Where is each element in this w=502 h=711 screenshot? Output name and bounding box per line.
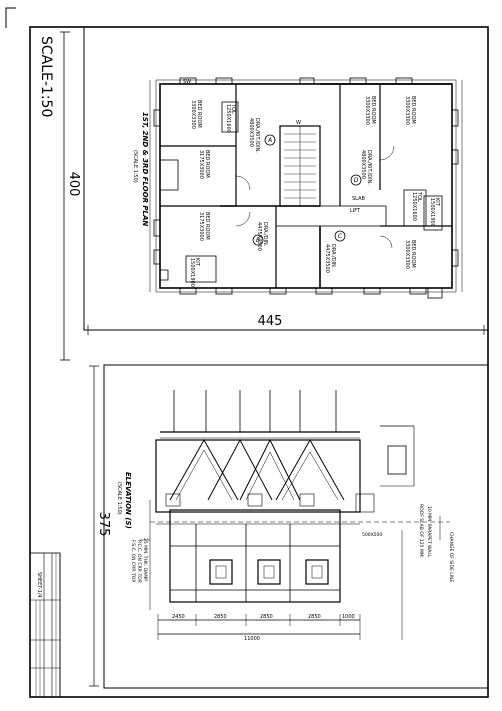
sheet-number: SHEET-1/4 (36, 572, 42, 598)
dimension-445 (87, 325, 485, 335)
dimension-445-label: 445 (258, 314, 283, 329)
room-size: 3175X3000 (198, 212, 204, 241)
dim-label: 2850 (308, 614, 321, 620)
title-block (29, 552, 61, 698)
room-label: DRA./DIN. (330, 244, 336, 269)
room-label: BED ROOM (370, 96, 376, 124)
dimension-375 (89, 365, 99, 687)
top-plan-scale-note: (SCALE 1:50) (132, 150, 138, 183)
room-size: 3300X3300 (190, 100, 196, 129)
misc-label: LIFT (350, 208, 361, 214)
room-size: 4475X3500 (324, 244, 330, 273)
room-labels: BED ROOM 3300X3300 BED ROOM 3300X3300 BE… (189, 96, 440, 287)
room-label: BED ROOM (204, 150, 210, 178)
note: ROOF SLAB OF 125 MM. (418, 504, 424, 558)
room-size: 1250X1600 (411, 192, 417, 221)
room-label: DRA./KIT./DIN. (254, 118, 260, 153)
room-size: 3300X3300 (404, 240, 410, 269)
room-label: TOL (416, 191, 422, 202)
room-label: KIT (194, 258, 200, 267)
room-size: 3175X3000 (198, 150, 204, 179)
corner-mark (5, 7, 16, 28)
room-label: BED ROOM (196, 100, 202, 128)
room-label: KIT (434, 198, 440, 207)
dim-label: 2450 (172, 614, 185, 620)
room-label: BED ROOM (410, 240, 416, 268)
room-size: 3300X3300 (364, 96, 370, 125)
bottom-notes: CHANGE OF SIDE LINE 10 MM. PARAPET WALL … (130, 504, 454, 583)
unit-marks: A B C D (256, 137, 359, 244)
room-label: BED ROOM (204, 212, 210, 240)
note: 10 MM. PARAPET WALL (426, 506, 432, 558)
note: 25 MM. THK. DAMP (142, 538, 148, 581)
note: F.S.C. ON CRP. TOP. (130, 540, 136, 583)
dim-label: 1000 (342, 614, 355, 620)
floor-plan-top (149, 77, 463, 299)
room-label: BED ROOM (410, 96, 416, 124)
dimension-375-label: 375 (96, 512, 111, 537)
unit-label: D (354, 177, 359, 184)
bottom-plan-scale-note: (SCALE 1:50) (116, 482, 122, 515)
dimension-400 (60, 31, 70, 361)
room-label: DRA./KIT./DIN. (366, 150, 372, 185)
misc-label: SLAB (352, 196, 365, 202)
misc-label: SW (183, 79, 191, 85)
dim-label: 2850 (214, 614, 227, 620)
unit-label: C (338, 233, 343, 240)
bottom-dims: 2450 2850 2850 2850 1000 11000 (172, 614, 355, 642)
room-size: 4475X3500 (256, 222, 262, 251)
dim-label: 2850 (260, 614, 273, 620)
note: P.C.C. ON CRP. TOP. (136, 540, 142, 583)
elevation-bottom (140, 390, 450, 640)
unit-label: B (256, 237, 260, 244)
bottom-plan-title: ELEVATION (S) (124, 472, 132, 529)
room-size: 4800X3500 (248, 118, 254, 147)
sheet-scale-label: SCALE-1:50 (38, 36, 54, 117)
room-label: DRA./DIN. (262, 222, 268, 247)
unit-label: A (267, 137, 272, 144)
note: CHANGE OF SIDE LINE (448, 532, 454, 582)
room-size: 4800X3500 (360, 150, 366, 179)
room-size: 1250X1600 (225, 104, 231, 133)
top-plan-title: 1ST, 2ND & 3RD FLOOR PLAN (141, 112, 149, 226)
misc-label: W (296, 120, 301, 126)
room-size: 1500X1900 (189, 258, 195, 287)
room-label: TOL (230, 103, 236, 114)
room-size: 3300X3300 (404, 96, 410, 125)
room-size: 1500X1900 (429, 198, 435, 227)
bottom-plan-frame (103, 364, 489, 689)
dim-total: 11000 (244, 636, 260, 642)
misc-labels: SW W SLAB LIFT (183, 79, 365, 214)
dimension-400-label: 400 (66, 172, 81, 197)
note: 500X500 (362, 532, 382, 538)
